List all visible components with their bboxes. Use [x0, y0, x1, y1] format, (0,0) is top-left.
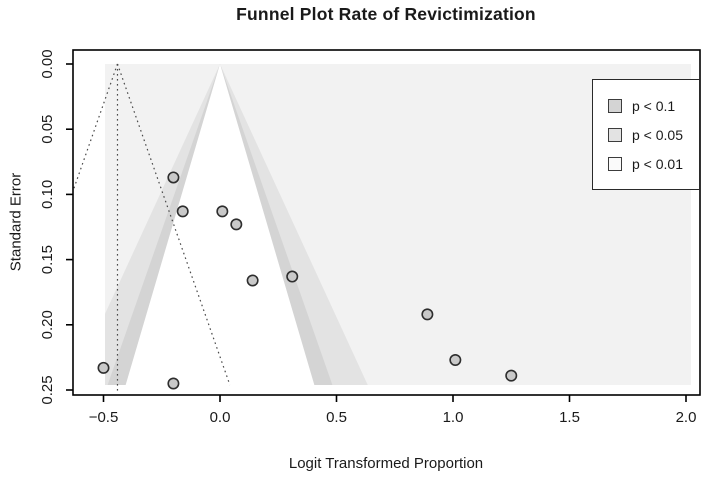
- y-tick-label: 0.00: [39, 49, 56, 78]
- y-tick-label: 0.15: [39, 245, 56, 274]
- data-point: [167, 171, 180, 184]
- pseudo-ci-left-line: [73, 63, 119, 193]
- legend-swatch-icon: [608, 156, 622, 171]
- data-point: [421, 308, 434, 321]
- legend-label: p < 0.1: [632, 97, 676, 114]
- x-tick-label: 2.0: [676, 409, 697, 426]
- pseudo-ci-right-line: [116, 63, 231, 386]
- y-tick-label: 0.20: [39, 310, 56, 339]
- data-point: [167, 377, 180, 390]
- data-point: [505, 369, 518, 382]
- data-point: [246, 274, 259, 287]
- legend-entry: p < 0.01: [608, 149, 699, 178]
- data-point: [286, 270, 299, 283]
- x-tick-label: −0.5: [89, 409, 119, 426]
- data-point: [176, 205, 189, 218]
- x-tick-label: 0.5: [326, 409, 347, 426]
- data-point: [449, 354, 462, 367]
- legend-entry: p < 0.05: [608, 120, 699, 149]
- legend-swatch-icon: [608, 98, 622, 113]
- x-tick-label: 1.0: [443, 409, 464, 426]
- x-axis-label: Logit Transformed Proportion: [288, 455, 484, 472]
- legend-entry: p < 0.1: [608, 91, 699, 120]
- x-tick-label: 1.5: [559, 409, 580, 426]
- legend-swatch-icon: [608, 127, 622, 142]
- plot-border: [72, 49, 701, 396]
- data-point: [97, 361, 110, 374]
- data-point: [230, 218, 243, 231]
- y-tick-label: 0.10: [39, 180, 56, 209]
- legend-label: p < 0.05: [632, 126, 683, 143]
- significance-band-z1.645: [125, 64, 315, 385]
- chart-title: Funnel Plot Rate of Revictimization: [236, 4, 536, 24]
- y-tick-label: 0.25: [39, 375, 56, 404]
- data-point: [216, 205, 229, 218]
- legend-box: p < 0.1 p < 0.05 p < 0.01: [592, 79, 700, 190]
- y-tick-label: 0.05: [39, 115, 56, 144]
- x-tick-label: 0.0: [210, 409, 231, 426]
- legend-label: p < 0.01: [632, 155, 683, 172]
